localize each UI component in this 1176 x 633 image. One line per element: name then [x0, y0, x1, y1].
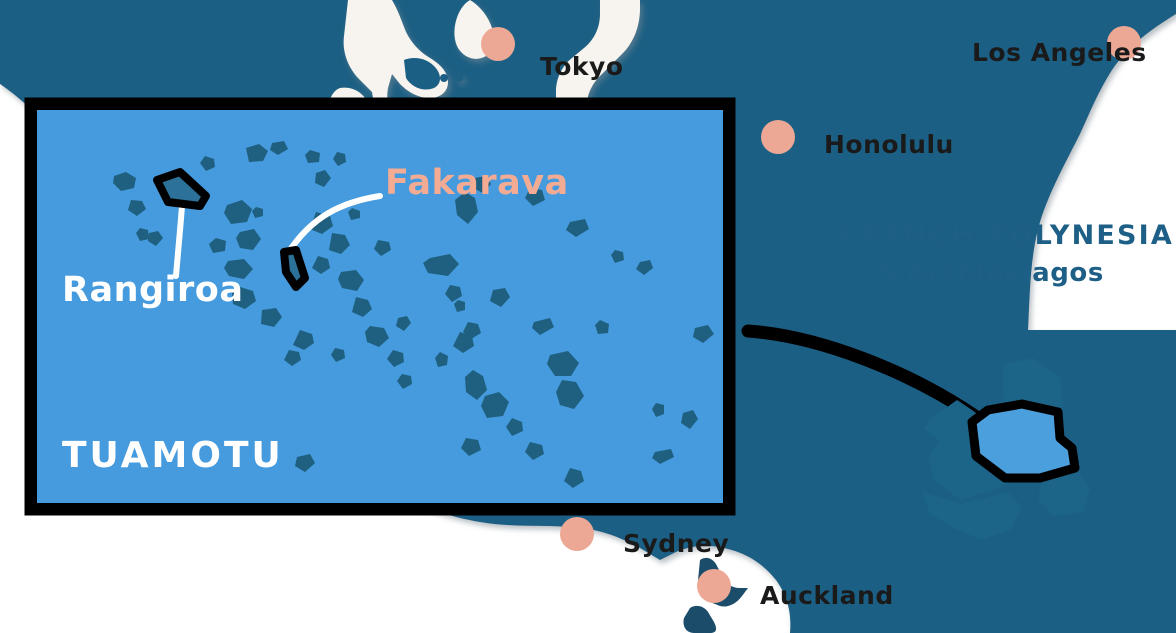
japan-inland-dot: [440, 74, 448, 82]
city-label-tokyo: Tokyo: [540, 52, 624, 81]
region-subtitle-archipelagos: 5 Archipelagos: [878, 258, 1104, 288]
japan-inland-dot: [456, 74, 464, 82]
city-dot-tokyo[interactable]: [481, 27, 515, 61]
city-label-honolulu: Honolulu: [824, 130, 954, 159]
city-label-sydney: Sydney: [623, 529, 730, 558]
city-dot-los-angeles[interactable]: [1107, 26, 1141, 60]
city-dot-sydney[interactable]: [560, 517, 594, 551]
city-label-los-angeles: Los Angeles: [972, 38, 1147, 67]
new-zealand-south-island: [683, 605, 717, 633]
inset-archipelago-title-tuamotu: TUAMOTU: [62, 435, 284, 476]
region-title-french-polynesia: FRENCH POLYNESIA: [840, 220, 1175, 251]
city-dot-auckland[interactable]: [697, 569, 731, 603]
atoll-label-rangiroa: Rangiroa: [62, 270, 244, 310]
atoll-label-fakarava: Fakarava: [385, 163, 569, 203]
city-label-auckland: Auckland: [760, 581, 894, 610]
city-dot-honolulu[interactable]: [761, 120, 795, 154]
japan-inner-sea: [404, 58, 440, 90]
